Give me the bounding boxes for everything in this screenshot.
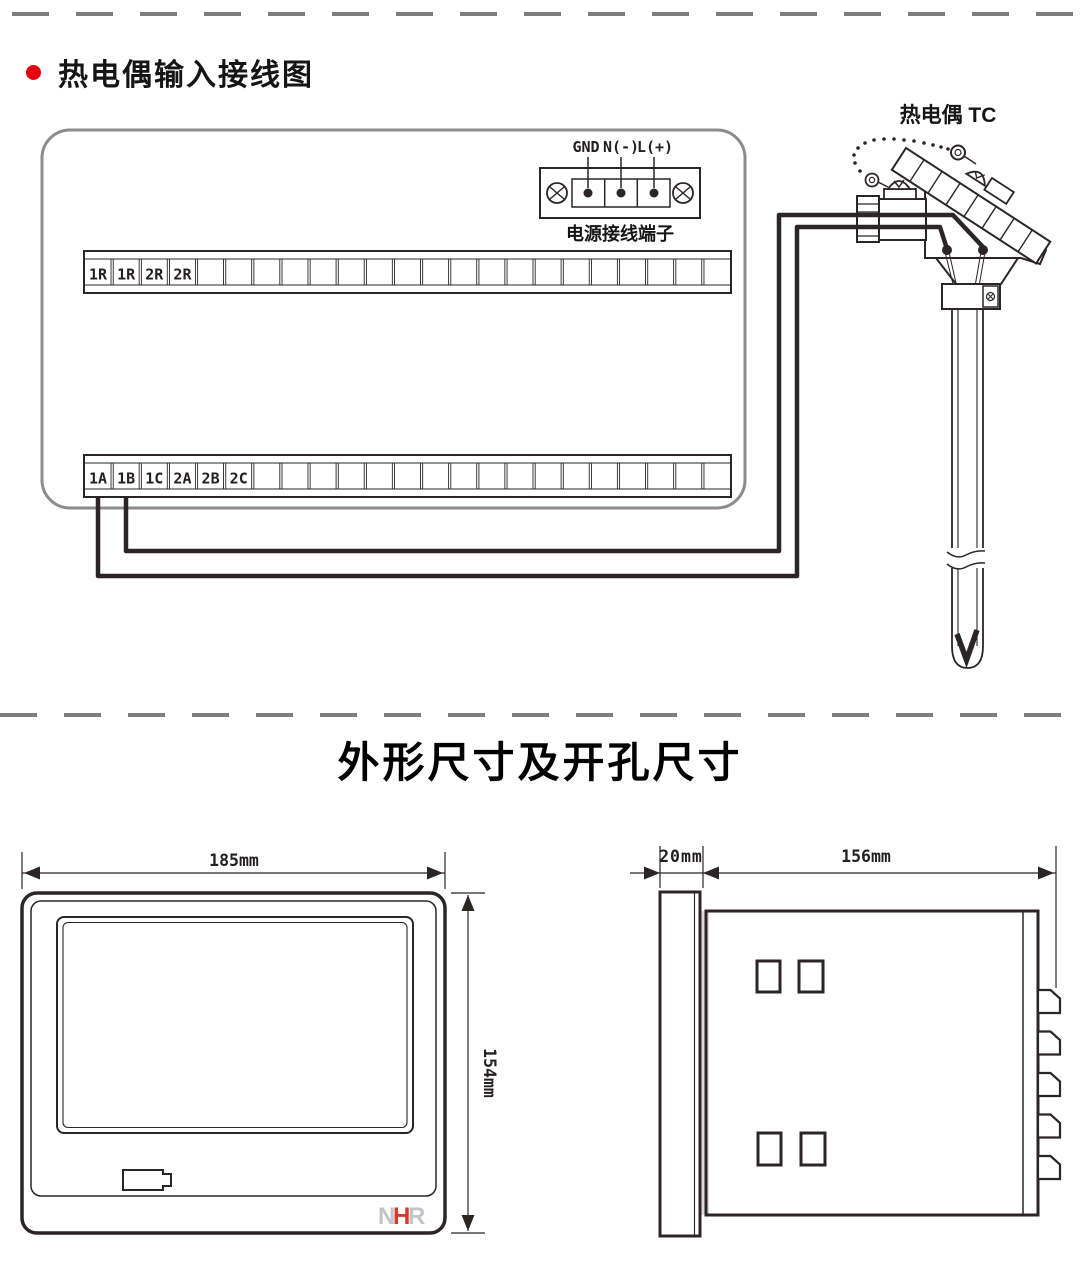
arrowhead-icon [644,866,660,880]
usb-port [122,1169,172,1191]
terminal-label: 2B [202,470,220,488]
signal-wires [95,212,988,579]
dashed-borders [0,12,1080,717]
terminal-label: 1R [117,266,136,284]
power-terminal-block: GND N(-) L(+) 电源接线端子 [539,138,701,244]
thermocouple-drawing: 热电偶 TC [852,103,1052,669]
tc-cap-tab [983,176,1016,206]
terminal-label: 1R [89,266,108,284]
terminal-label: 2R [145,266,164,284]
section1-title: 热电偶输入接线图 [26,50,314,94]
terminal-label: 1A [89,470,107,488]
terminal-label: 1B [117,470,135,488]
dim-front-height: 154mm [480,1048,499,1098]
screen [56,916,414,1134]
tc-terminal-dot [978,245,988,255]
power-label-n: N(-) [603,138,639,156]
power-caption: 电源接线端子 [566,223,674,244]
probe-tip-mark [954,629,980,669]
logo-letter: N [378,1203,395,1230]
dim-front-width: 185mm [209,851,259,870]
dim-body-depth: 156mm [841,847,891,866]
arrowhead-icon [24,866,40,880]
arrowhead-icon [461,1215,475,1231]
wing-screw-icon [886,180,912,190]
side-bezel [658,890,702,1238]
arrowhead-icon [1038,866,1054,880]
wire-pink [123,212,985,554]
chain-dots [852,137,950,173]
tc-hex-gland [856,195,880,243]
section1-title-text: 热电偶输入接线图 [58,59,314,92]
terminal-label: 1C [145,470,163,488]
logo-letter: H [393,1203,410,1230]
tc-probe [946,309,986,669]
terminal-strip-top: 1R 1R 2R 2R [83,250,732,294]
arrowhead-icon [461,895,475,911]
side-view-drawing [658,890,1062,1238]
terminal-label: 2A [173,470,191,488]
power-label-gnd: GND [572,138,599,156]
tc-cap-band [890,146,1052,265]
arrowhead-icon [703,866,719,880]
side-dimensions: 20mm 156mm [630,846,1057,988]
terminal-label: 2R [173,266,192,284]
side-body [704,909,1040,1217]
screw-icon [985,291,996,302]
tc-mount-block [941,283,1001,310]
terminal-dot [649,188,659,198]
bullet-icon [26,64,41,80]
terminal-dot [616,188,626,198]
tc-sleeve [878,198,927,241]
ring-screw-icon [950,144,966,161]
dim-bezel-depth: 20mm [659,847,703,866]
mounting-clip-holes [755,959,827,1167]
wire-blue [95,224,950,579]
instrument-outline [40,128,747,510]
front-view-drawing: NHR [20,891,447,1235]
logo-letter: R [408,1203,425,1230]
screw-icon [546,182,568,204]
screw-icon [672,182,694,204]
tc-terminal-dot [942,245,952,255]
terminal-comb [1036,988,1062,1181]
tc-neck [935,257,1019,285]
power-label-l: L(+) [637,138,673,156]
terminal-label: 2C [230,470,248,488]
tc-bracket [883,188,917,200]
thermocouple-title: 热电偶 TC [900,103,997,127]
wing-screw-icon [964,170,986,188]
section2-title: 外形尺寸及开孔尺寸 [337,739,743,786]
ring-screw-icon [864,172,880,188]
front-dimensions: 185mm 154mm [21,851,499,1234]
arrowhead-icon [427,866,443,880]
brand-logo: NHR [378,1203,425,1230]
terminal-dot [583,188,593,198]
terminal-strip-bottom: 1A 1B 1C 2A 2B 2C [83,454,732,498]
